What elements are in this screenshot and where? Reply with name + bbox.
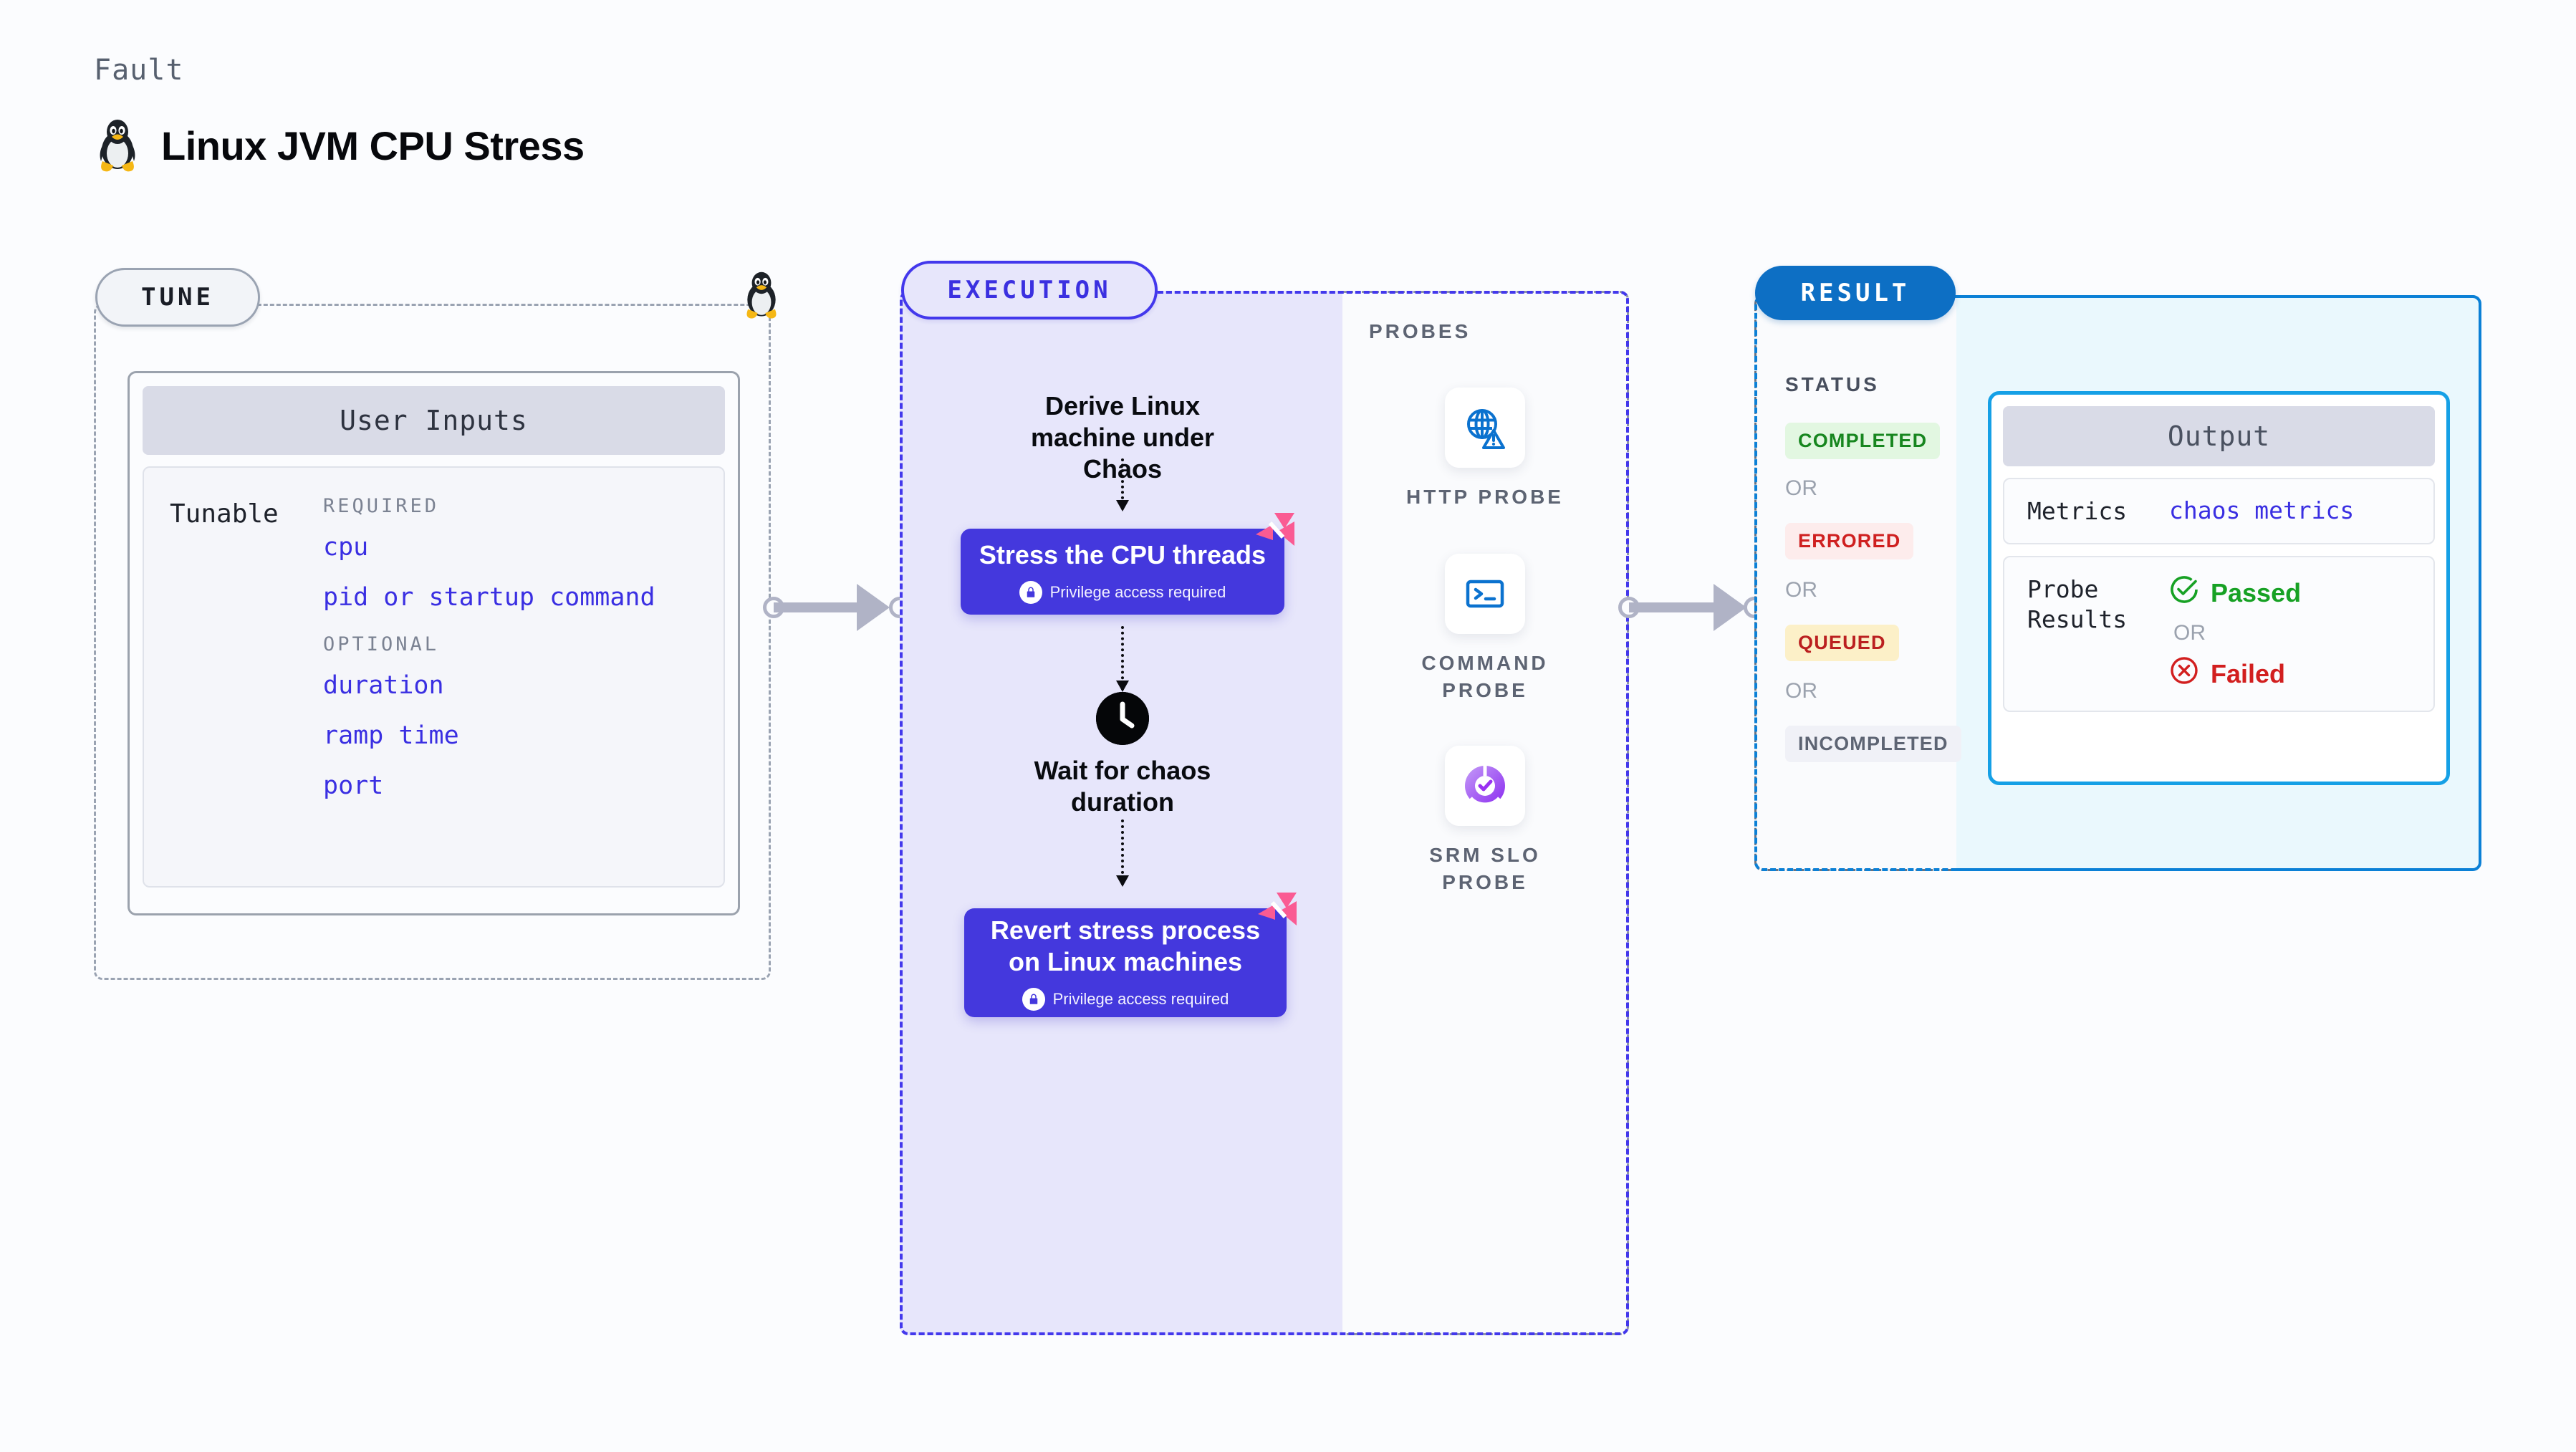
execution-card-stress-cpu-title: Stress the CPU threads [979,540,1267,570]
wait-step-title: Wait for chaos duration [1034,756,1211,817]
privilege-note-stress-text: Privilege access required [1049,582,1226,601]
connector-line-tune-execution [774,602,878,612]
result-status-sub-panel [1754,295,1956,871]
tunable-param-port[interactable]: port [323,771,384,800]
status-badge-incompleted: INCOMPLETED [1785,726,1961,762]
privilege-note-revert-text: Privilege access required [1052,989,1229,1008]
probe-label-srm-slo: SRM SLO PROBE [1429,844,1541,893]
status-badge-errored: ERRORED [1785,523,1914,559]
probe-result-or: OR [2173,621,2206,645]
lock-icon [1022,987,1045,1011]
probes-section-label: PROBES [1369,320,1471,342]
tune-stage-pill[interactable]: TUNE [95,268,260,327]
terminal-icon [1445,554,1525,634]
status-section-label: STATUS [1785,373,1880,395]
output-metrics-value[interactable]: chaos metrics [2169,496,2355,524]
probe-result-passed-label: Passed [2211,577,2302,607]
execution-stage-pill[interactable]: EXECUTION [901,261,1158,319]
x-circle-icon [2169,655,2199,692]
result-stage-pill[interactable]: RESULT [1755,266,1956,320]
flow-arrow-derive-to-stress [1116,458,1129,511]
status-badge-queued: QUEUED [1785,625,1899,661]
probe-result-failed: Failed [2169,655,2433,692]
probe-result-failed-label: Failed [2211,658,2286,688]
tunable-param-ramp-time[interactable]: ramp time [323,721,459,750]
status-or-1: OR [1785,476,1817,500]
output-probe-results-key: Probe Results [2027,575,2128,633]
connector-arrowhead-result [1714,584,1746,631]
tunable-groups: REQUIRED cpu pid or startup command OPTI… [323,488,724,886]
status-badge-completed: COMPLETED [1785,423,1941,459]
linux-penguin-badge-icon [740,271,783,323]
execution-card-stress-cpu[interactable]: Stress the CPU threads Privilege access … [961,513,1294,615]
connector-line-probes-result [1629,602,1736,612]
probe-item-command[interactable]: COMMAND PROBE [1385,554,1585,704]
status-or-3: OR [1785,679,1817,703]
tunable-param-pid-or-startup-command[interactable]: pid or startup command [323,583,655,612]
page-title-row: Linux JVM CPU Stress [94,118,585,173]
tunable-row-label: Tunable [170,499,279,529]
probe-result-passed: Passed [2169,574,2433,611]
globe-warning-icon [1445,388,1525,468]
privilege-note-revert: Privilege access required [1022,987,1229,1011]
probe-label-command: COMMAND PROBE [1421,652,1549,701]
linux-penguin-icon [94,118,141,173]
user-inputs-title: User Inputs [143,386,725,455]
chaos-logo-icon [1250,509,1300,553]
flow-arrow-stress-to-wait [1116,626,1129,692]
status-or-2: OR [1785,578,1817,602]
derive-step-title: Derive Linux machine under Chaos [1030,391,1215,484]
probe-label-http: HTTP PROBE [1406,486,1564,508]
user-inputs-body: Tunable REQUIRED cpu pid or startup comm… [143,466,725,888]
page-title: Linux JVM CPU Stress [161,122,585,168]
probe-item-http[interactable]: HTTP PROBE [1385,388,1585,511]
probe-item-srm-slo[interactable]: SRM SLO PROBE [1385,746,1585,896]
slo-donut-check-icon [1445,746,1525,826]
output-metrics-value-wrap: chaos metrics [2169,496,2433,526]
required-group-title: REQUIRED [323,495,440,517]
fault-eyebrow-label: Fault [94,54,184,87]
user-inputs-card: User Inputs Tunable REQUIRED cpu pid or … [128,371,740,915]
execution-card-revert-stress-title: Revert stress process on Linux machines [990,915,1261,976]
tunable-param-cpu[interactable]: cpu [323,533,369,562]
output-metrics-key: Metrics [2027,497,2128,525]
connector-arrowhead-execution [857,584,890,631]
clock-icon [1096,692,1149,745]
flow-arrow-wait-to-revert [1116,819,1129,887]
privilege-note-stress: Privilege access required [1019,580,1226,604]
chaos-logo-icon [1252,888,1302,933]
execution-flow: Derive Linux machine under Chaos Stress … [900,291,1345,1335]
execution-card-revert-stress[interactable]: Revert stress process on Linux machines … [964,893,1297,1017]
output-card-title: Output [2003,406,2435,466]
check-circle-icon [2169,574,2199,611]
output-row-probe-results: Probe Results Passed OR [2003,556,2435,713]
optional-group-title: OPTIONAL [323,633,440,655]
tunable-param-duration[interactable]: duration [323,671,444,700]
output-row-metrics: Metrics chaos metrics [2003,478,2435,545]
lock-icon [1019,580,1042,604]
output-card: Output Metrics chaos metrics Probe Resul… [1988,391,2450,785]
output-probe-results-values: Passed OR Failed [2169,574,2433,692]
